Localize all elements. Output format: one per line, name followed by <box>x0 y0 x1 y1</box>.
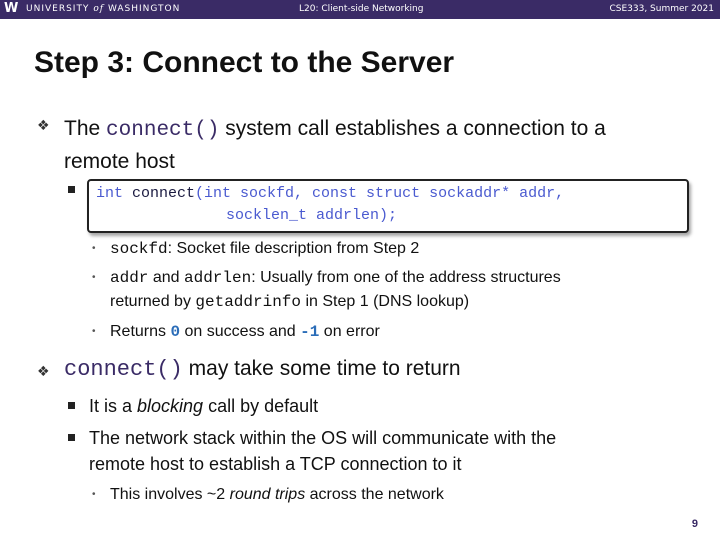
dot-bullet-icon: • <box>92 243 96 254</box>
item-blocking: It is a blocking call by default <box>89 396 319 416</box>
diamond-bullet-icon: ❖ <box>37 363 50 379</box>
university-name: UNIVERSITY of WASHINGTON <box>26 4 181 14</box>
square-bullet-icon <box>68 434 75 441</box>
lecture-title: L20: Client-side Networking <box>299 4 424 14</box>
code-signature-box: int connect(int sockfd, const struct soc… <box>87 179 689 233</box>
square-bullet-icon <box>68 402 75 409</box>
bullet-connect-time: connect() may take some time to return <box>64 357 461 382</box>
subbullet-returns: Returns 0 on success and -1 on error <box>110 323 380 341</box>
dot-bullet-icon: • <box>92 489 96 500</box>
bullet-connect-desc: The connect() system call establishes a … <box>64 117 606 173</box>
subbullet-sockfd: sockfd: Socket file description from Ste… <box>110 240 420 258</box>
page-number: 9 <box>691 518 698 530</box>
course-info: CSE333, Summer 2021 <box>609 4 714 14</box>
diamond-bullet-icon: ❖ <box>37 117 50 133</box>
slide-header-bar: W UNIVERSITY of WASHINGTON L20: Client-s… <box>0 0 720 19</box>
dot-bullet-icon: • <box>92 272 96 283</box>
subbullet-addr: addr and addrlen: Usually from one of th… <box>110 269 561 311</box>
code-line-2: socklen_t addrlen); <box>226 207 398 224</box>
slide-title: Step 3: Connect to the Server <box>34 46 455 79</box>
subbullet-round-trips: This involves ~2 round trips across the … <box>110 486 444 503</box>
dot-bullet-icon: • <box>92 326 96 337</box>
item-network-stack: The network stack within the OS will com… <box>89 428 557 474</box>
code-line-1: int connect(int sockfd, const struct soc… <box>96 185 565 202</box>
square-bullet-icon <box>68 186 75 193</box>
uw-logo: W <box>4 1 19 16</box>
